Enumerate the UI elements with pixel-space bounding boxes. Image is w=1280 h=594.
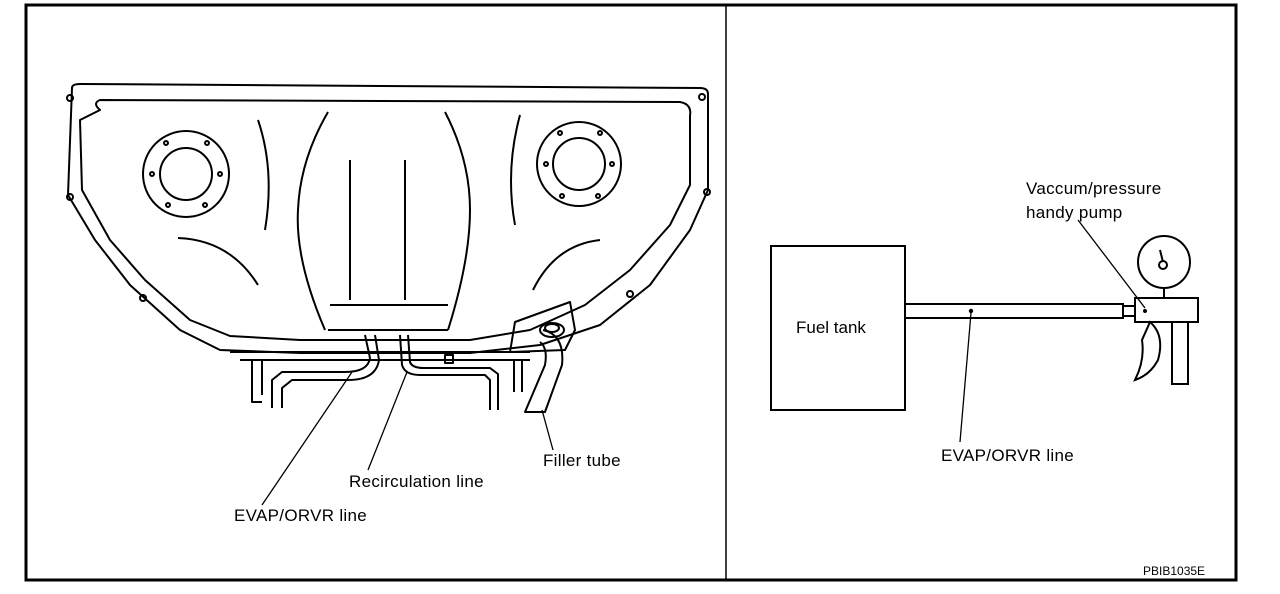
label-pump-line1: Vaccum/pressure xyxy=(1026,179,1162,198)
label-evap-orvr-line-left: EVAP/ORVR line xyxy=(234,506,368,525)
label-evap-orvr-line-right: EVAP/ORVR line xyxy=(941,446,1075,465)
pump-leader xyxy=(1077,219,1146,309)
label-recirculation-line: Recirculation line xyxy=(349,472,484,491)
figure-border xyxy=(24,3,1238,582)
evap-line-leader xyxy=(959,312,972,443)
figure-code: PBIB1035E xyxy=(1143,564,1206,578)
fuel-tank-drawing xyxy=(66,83,711,413)
fuel-tank-box xyxy=(770,245,906,411)
test-setup-drawing xyxy=(770,235,1199,411)
filler-tube-leader xyxy=(541,409,554,451)
label-fuel-tank: Fuel tank xyxy=(796,318,866,337)
evap-orvr-leader xyxy=(261,371,353,506)
label-filler-tube: Filler tube xyxy=(543,451,621,470)
leader-lines-left xyxy=(261,371,554,506)
evap-hose xyxy=(904,303,1124,319)
label-pump-line2: handy pump xyxy=(1026,203,1123,222)
leader-lines-right xyxy=(959,219,1146,443)
recirculation-leader xyxy=(367,371,408,471)
pump-body xyxy=(1134,297,1199,323)
